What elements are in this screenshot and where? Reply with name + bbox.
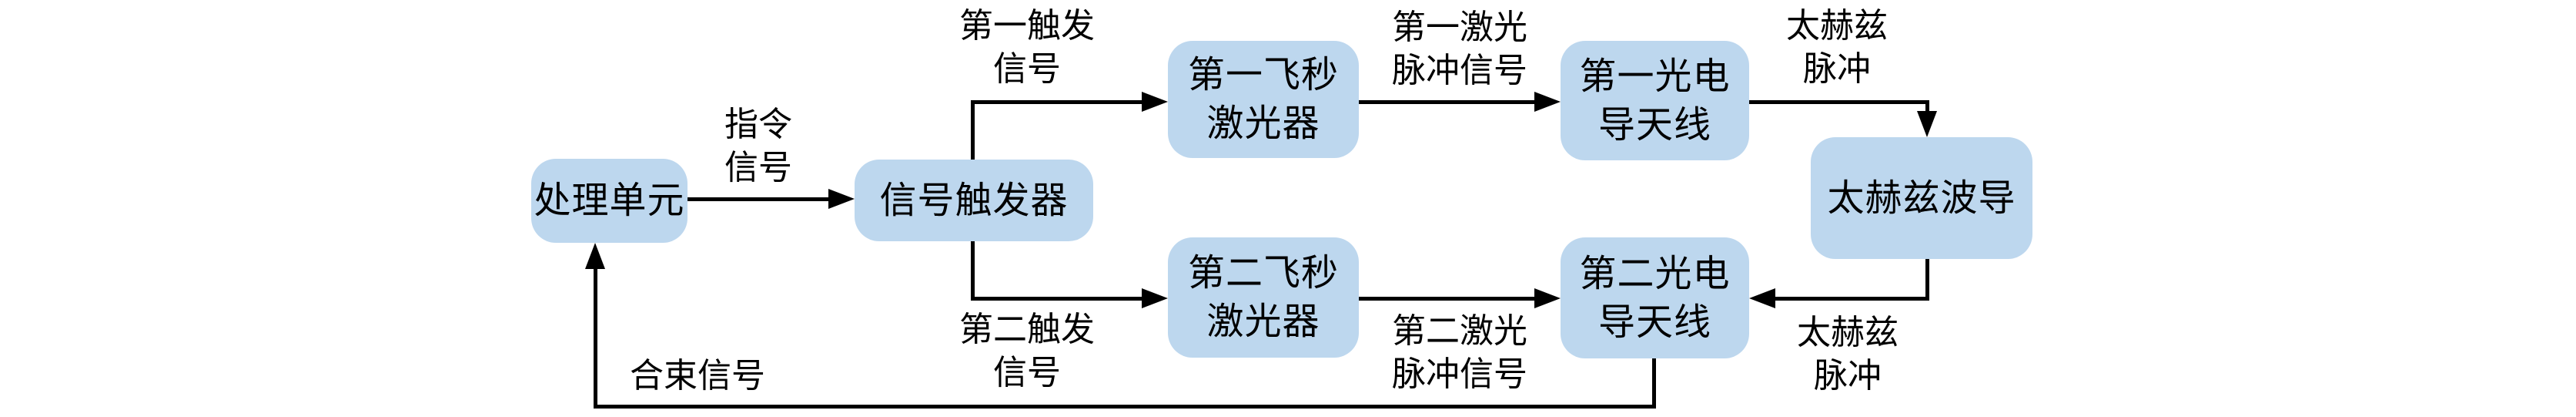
label-first-laser-pulse-signal-line2: 脉冲信号 — [1392, 52, 1527, 89]
edge-thz-pulse-top-arrowhead-icon — [1917, 111, 1937, 137]
node-terahertz-waveguide-label: 太赫兹波导 — [1827, 177, 2016, 219]
edge-thz-pulse-top-vline — [1925, 100, 1929, 111]
label-command-signal-line1: 指令 — [724, 106, 792, 143]
node-second-photoconductive-antenna-label-line1: 第二光电 — [1579, 253, 1731, 294]
edge-thz-pulse-bottom-hline — [1775, 297, 1929, 301]
node-first-photoconductive-antenna: 第一光电 导天线 — [1561, 41, 1749, 160]
label-terahertz-pulse-bottom-line1: 太赫兹 — [1797, 314, 1899, 351]
label-terahertz-pulse-bottom: 太赫兹 脉冲 — [1763, 311, 1932, 398]
edge-first-trigger-vline — [971, 100, 975, 160]
edge-first-trigger-arrowhead-icon — [1142, 92, 1168, 112]
label-terahertz-pulse-top: 太赫兹 脉冲 — [1752, 5, 1922, 91]
node-second-photoconductive-antenna-label-line2: 导天线 — [1597, 301, 1711, 343]
label-second-trigger-signal-line1: 第二触发 — [959, 311, 1095, 348]
node-first-femtosecond-laser-label-line2: 激光器 — [1206, 103, 1320, 144]
label-second-laser-pulse-signal: 第二激光 脉冲信号 — [1367, 310, 1552, 396]
node-first-photoconductive-antenna-label-line2: 导天线 — [1597, 104, 1711, 146]
edge-thz-pulse-bottom-vline — [1925, 259, 1929, 301]
label-command-signal-line2: 信号 — [724, 149, 792, 187]
edge-combined-beam-hline — [594, 405, 1656, 409]
edge-second-trigger-vline — [971, 241, 975, 301]
label-second-laser-pulse-signal-line2: 脉冲信号 — [1392, 355, 1527, 393]
label-first-laser-pulse-signal: 第一激光 脉冲信号 — [1367, 6, 1552, 92]
label-second-laser-pulse-signal-line1: 第二激光 — [1392, 312, 1527, 350]
label-terahertz-pulse-top-line2: 脉冲 — [1803, 50, 1871, 88]
edge-first-laser-pulse-line — [1359, 100, 1534, 104]
edge-first-trigger-hline — [971, 100, 1142, 104]
node-first-photoconductive-antenna-label-line1: 第一光电 — [1579, 55, 1731, 97]
label-second-trigger-signal: 第二触发 信号 — [935, 308, 1119, 395]
edge-combined-beam-arrowhead-icon — [585, 243, 605, 269]
node-terahertz-waveguide: 太赫兹波导 — [1811, 137, 2032, 259]
node-second-femtosecond-laser-label-line2: 激光器 — [1206, 301, 1320, 342]
edge-command-signal-line — [687, 197, 828, 201]
edge-second-laser-pulse-line — [1359, 297, 1534, 301]
edge-command-signal-arrowhead-icon — [828, 189, 855, 209]
node-first-femtosecond-laser: 第一飞秒 激光器 — [1168, 41, 1359, 158]
label-first-trigger-signal-line1: 第一触发 — [959, 7, 1095, 45]
label-first-trigger-signal-line2: 信号 — [993, 50, 1061, 88]
edge-second-trigger-arrowhead-icon — [1142, 288, 1168, 308]
edge-first-laser-pulse-arrowhead-icon — [1534, 92, 1561, 112]
edge-combined-beam-vline-left — [594, 269, 597, 409]
node-signal-trigger: 信号触发器 — [855, 160, 1093, 241]
edge-second-trigger-hline — [971, 297, 1142, 301]
edge-second-laser-pulse-arrowhead-icon — [1534, 288, 1561, 308]
label-combined-beam-signal-text: 合束信号 — [630, 357, 765, 395]
node-signal-trigger-label: 信号触发器 — [879, 180, 1069, 221]
label-terahertz-pulse-top-line1: 太赫兹 — [1786, 7, 1888, 45]
label-first-laser-pulse-signal-line1: 第一激光 — [1392, 8, 1527, 46]
edge-thz-pulse-top-hline — [1749, 100, 1929, 104]
label-command-signal: 指令 信号 — [674, 103, 843, 190]
label-first-trigger-signal: 第一触发 信号 — [935, 5, 1119, 91]
edge-combined-beam-vline-right — [1652, 358, 1656, 409]
node-second-femtosecond-laser: 第二飞秒 激光器 — [1168, 237, 1359, 358]
node-processing-unit-label: 处理单元 — [534, 180, 685, 221]
node-processing-unit: 处理单元 — [531, 159, 687, 243]
node-second-femtosecond-laser-label-line1: 第二飞秒 — [1187, 253, 1339, 294]
label-terahertz-pulse-bottom-line2: 脉冲 — [1814, 357, 1882, 395]
node-second-photoconductive-antenna: 第二光电 导天线 — [1561, 237, 1749, 358]
label-second-trigger-signal-line2: 信号 — [993, 354, 1061, 392]
node-first-femtosecond-laser-label-line1: 第一飞秒 — [1187, 55, 1339, 96]
label-combined-beam-signal: 合束信号 — [601, 355, 794, 398]
edge-thz-pulse-bottom-arrowhead-icon — [1749, 288, 1775, 308]
